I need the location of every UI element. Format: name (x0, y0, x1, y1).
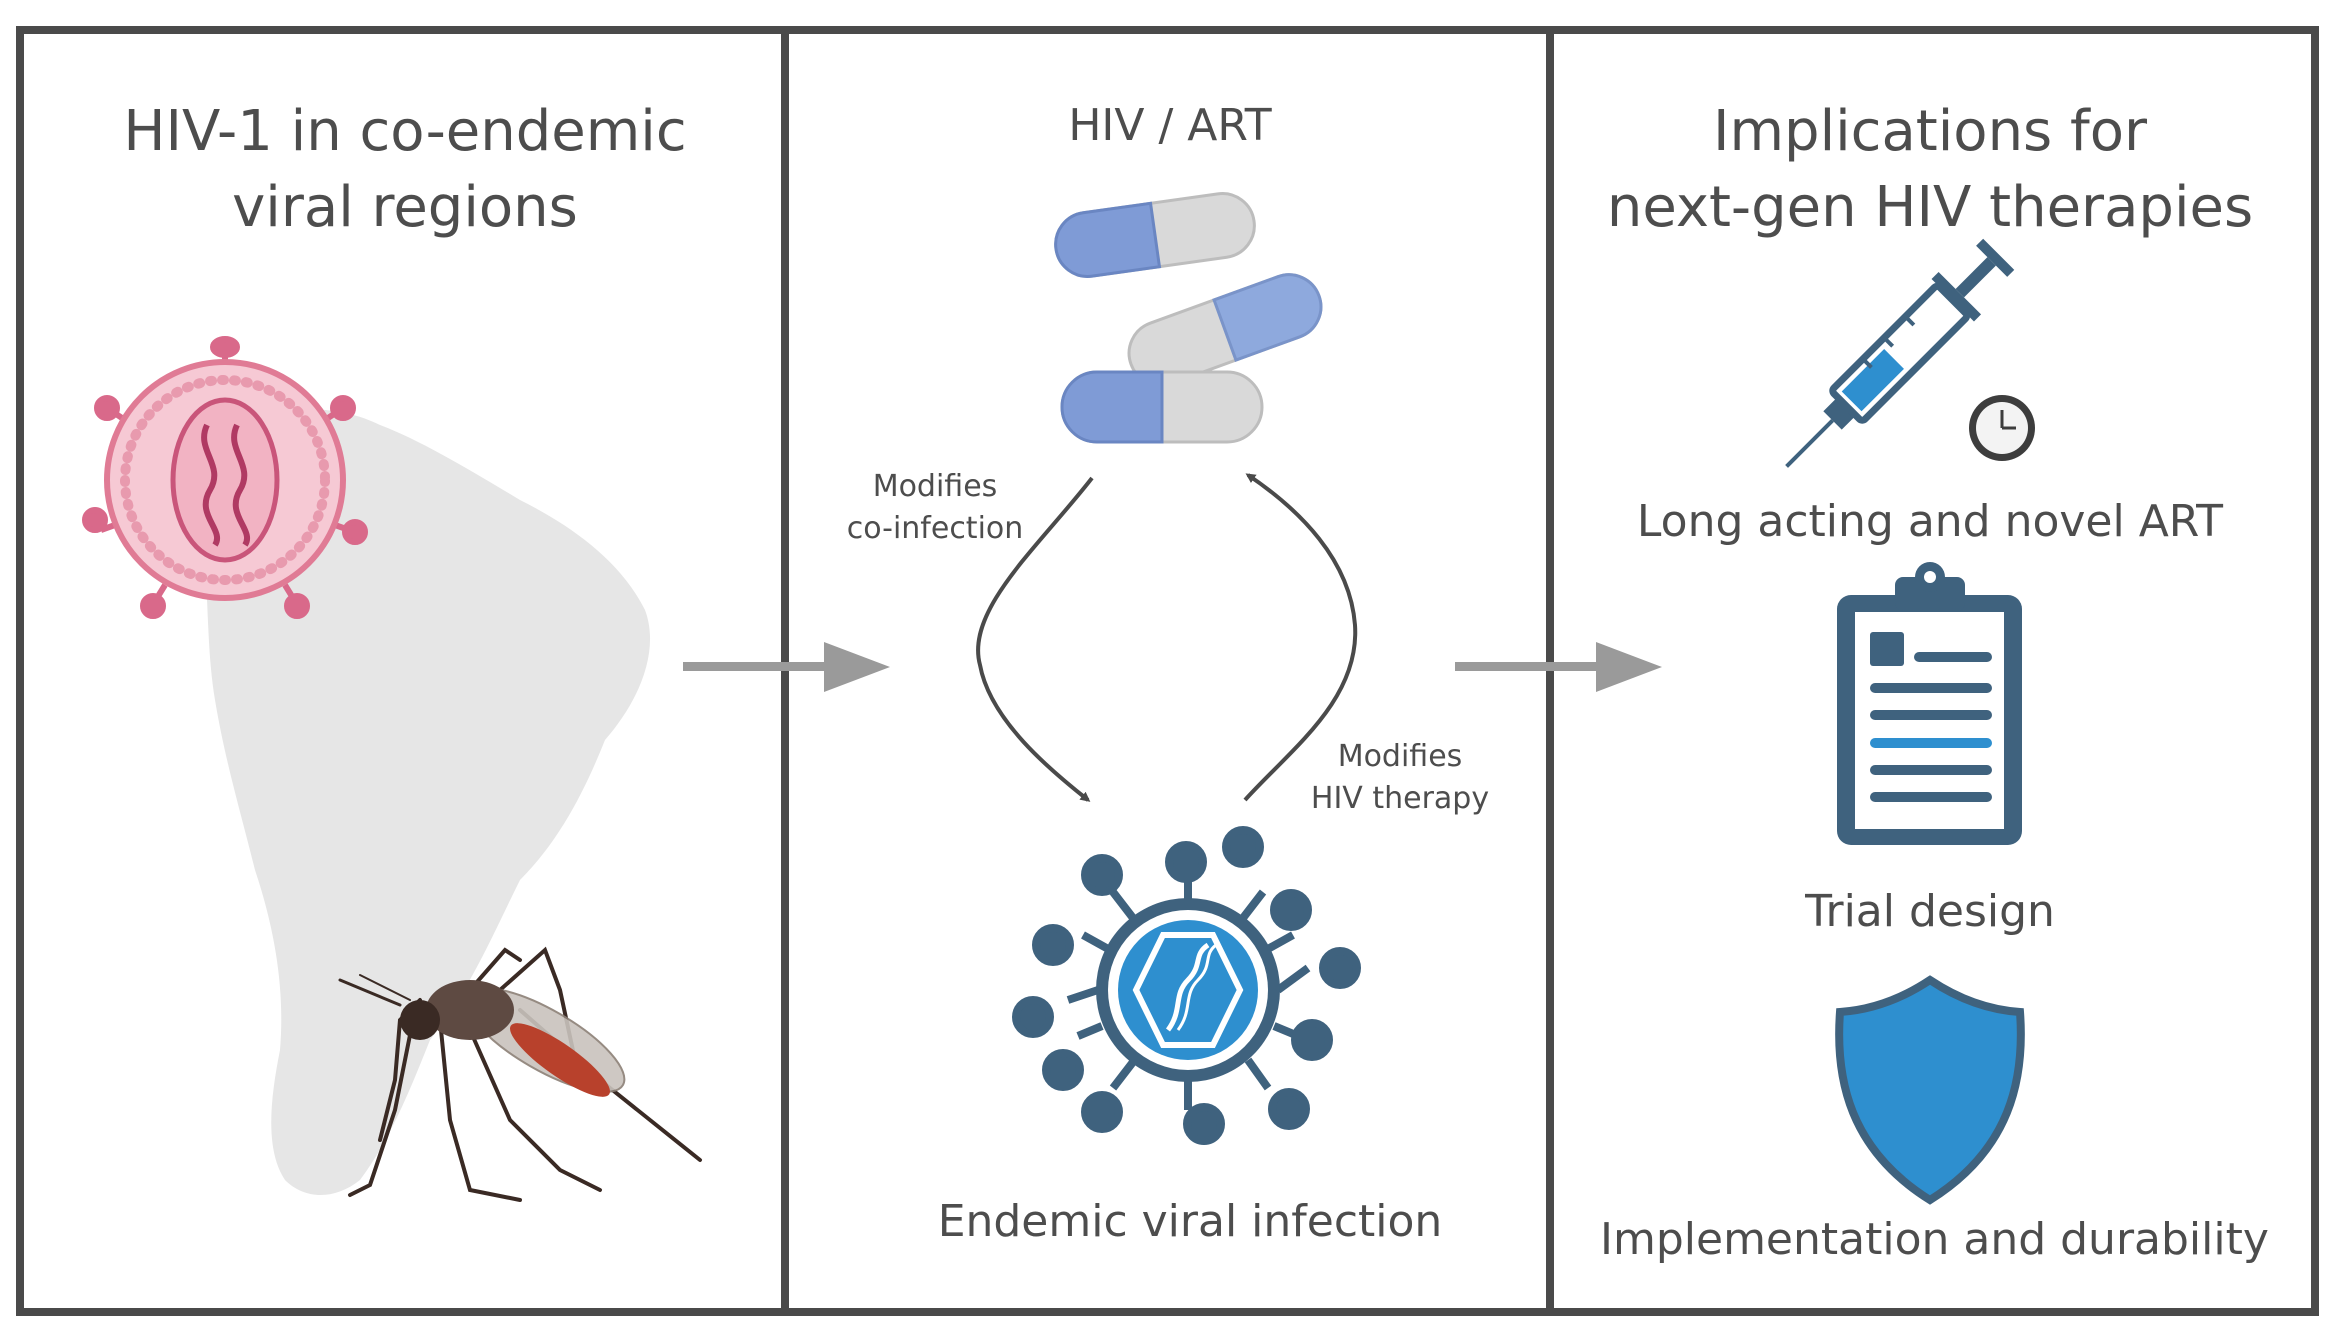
label-modifies-therapy-line1: Modifies (1337, 739, 1463, 774)
right-title-line1: Implications for (1712, 99, 2148, 164)
item-trial-design: Trial design (1805, 886, 2055, 937)
item-long-acting-art: Long acting and novel ART (1636, 496, 2224, 547)
arrow-modifies-therapy (1243, 473, 1358, 802)
clock-icon (1969, 395, 2035, 461)
arrow-middle-to-right (1455, 642, 1662, 692)
right-title-line2: next-gen HIV therapies (1606, 175, 2254, 240)
shield-icon (1835, 975, 2025, 1205)
virus-icon (1012, 826, 1361, 1145)
arrow-modifies-coinfection (976, 476, 1094, 802)
mosquito-icon (338, 946, 702, 1202)
item-implementation-durability: Implementation and durability (1600, 1214, 2269, 1265)
clipboard-icon (1837, 562, 2022, 845)
middle-title: HIV / ART (1068, 100, 1272, 151)
left-title-line1: HIV-1 in co-endemic (123, 99, 687, 164)
pills-icon (1054, 192, 1323, 444)
left-title-line2: viral regions (232, 175, 578, 240)
arrow-left-to-middle (683, 642, 890, 692)
syringe-icon (1785, 238, 2015, 468)
endemic-infection-caption: Endemic viral infection (937, 1196, 1443, 1247)
label-modifies-coinfection-line2: co-infection (846, 511, 1024, 546)
label-modifies-therapy-line2: HIV therapy (1310, 781, 1490, 816)
south-america-map (198, 409, 651, 1195)
label-modifies-coinfection-line1: Modifies (872, 469, 998, 504)
hiv-virus-icon (82, 336, 368, 619)
